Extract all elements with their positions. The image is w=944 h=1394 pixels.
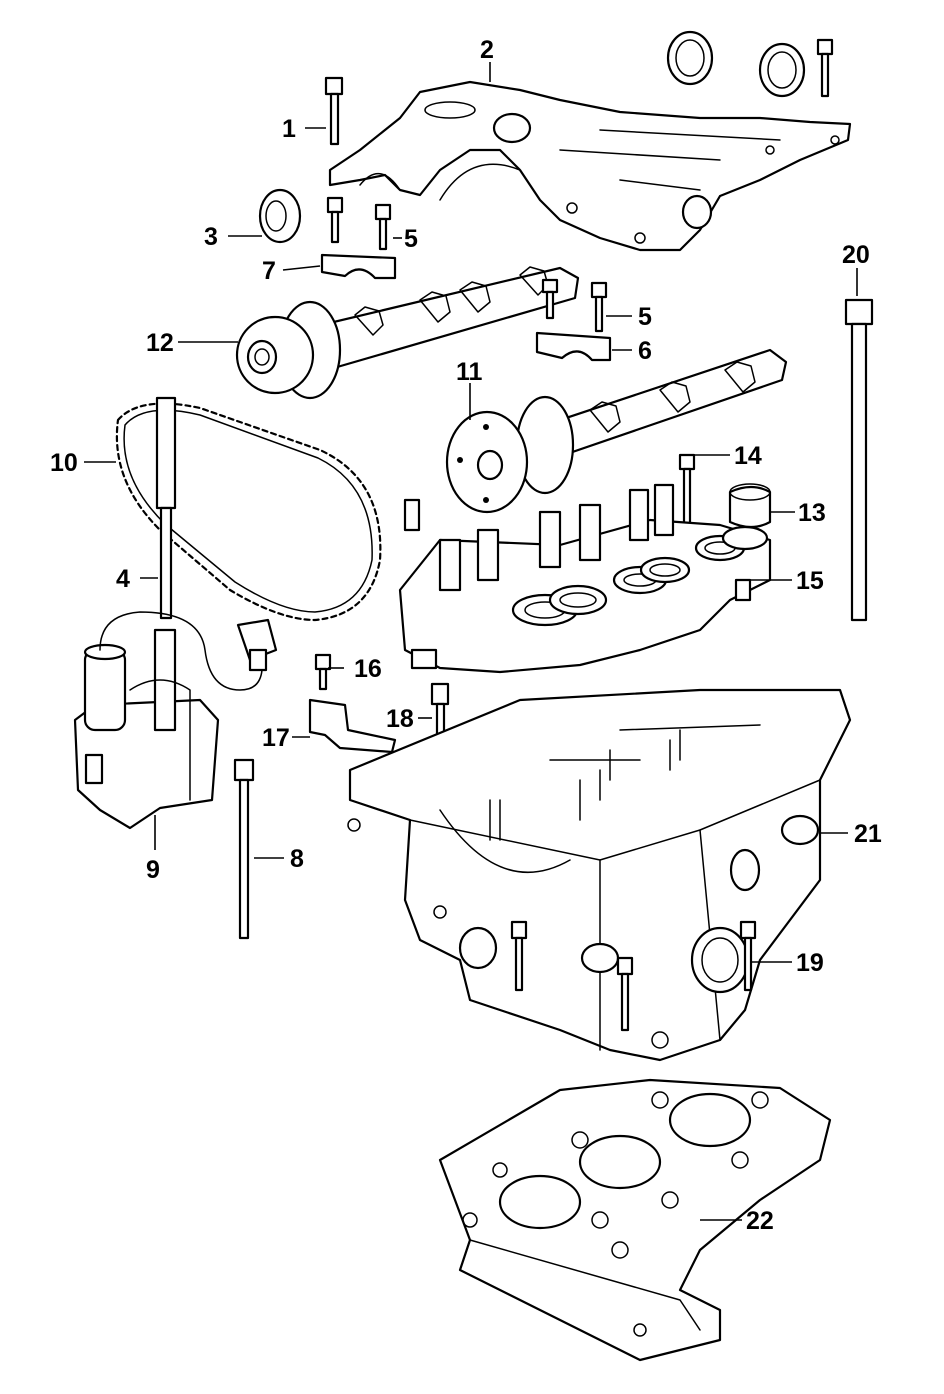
bearing-cap-part-6 [535, 331, 612, 362]
callout-10: 10 [50, 449, 78, 477]
bolts-part-5-upper [326, 196, 392, 251]
bolt-part-8 [233, 758, 255, 940]
camshaft-housing [328, 30, 852, 252]
callout-21: 21 [854, 820, 882, 848]
bolt-part-5-right [590, 281, 608, 333]
callout-13: 13 [798, 499, 826, 527]
head-gasket-part-22 [438, 1078, 832, 1362]
callout-labels: 1 2 3 4 5 5 6 7 8 9 10 11 12 13 14 15 16… [50, 36, 882, 1235]
bolts-part-19 [510, 920, 757, 1032]
seal-ring-part-3 [258, 188, 302, 244]
cylinder-head-part-21 [347, 688, 852, 1062]
callout-16: 16 [354, 655, 382, 683]
bolt-part-1 [324, 76, 344, 146]
callout-18: 18 [386, 705, 414, 733]
tappet-part-13 [728, 483, 772, 529]
callout-4: 4 [116, 565, 130, 593]
chain-tensioner-part-9 [73, 611, 278, 830]
callout-19: 19 [796, 949, 824, 977]
callout-22: 22 [746, 1207, 774, 1235]
timing-chain-part-10 [115, 402, 382, 622]
callout-12: 12 [146, 329, 174, 357]
bolt-part-14 [678, 453, 696, 527]
camshaft-part-12 [235, 266, 580, 400]
bracket-part-17 [308, 698, 397, 754]
callout-1: 1 [282, 115, 296, 143]
callout-14: 14 [734, 442, 762, 470]
callout-3: 3 [204, 223, 218, 251]
callout-5-right: 5 [638, 303, 652, 331]
callout-20: 20 [842, 241, 870, 269]
bearing-cap-part-7 [320, 253, 397, 280]
bolt-part-18 [430, 682, 450, 750]
chain-guide-rod-part-4 [155, 396, 177, 620]
camshaft-part-11 [445, 348, 788, 514]
callout-11: 11 [456, 358, 483, 386]
head-bolt-part-20 [844, 298, 874, 622]
callout-6: 6 [638, 337, 652, 365]
callout-2: 2 [480, 36, 494, 64]
callout-5-upper: 5 [404, 225, 418, 253]
callout-15: 15 [796, 567, 824, 595]
callout-7: 7 [262, 257, 276, 285]
callout-17: 17 [262, 724, 290, 752]
bolt-part-16 [314, 653, 332, 691]
callout-8: 8 [290, 845, 304, 873]
callout-9: 9 [146, 856, 160, 884]
bearing-carrier-part-15 [398, 483, 772, 674]
leader-lines [84, 62, 858, 1221]
